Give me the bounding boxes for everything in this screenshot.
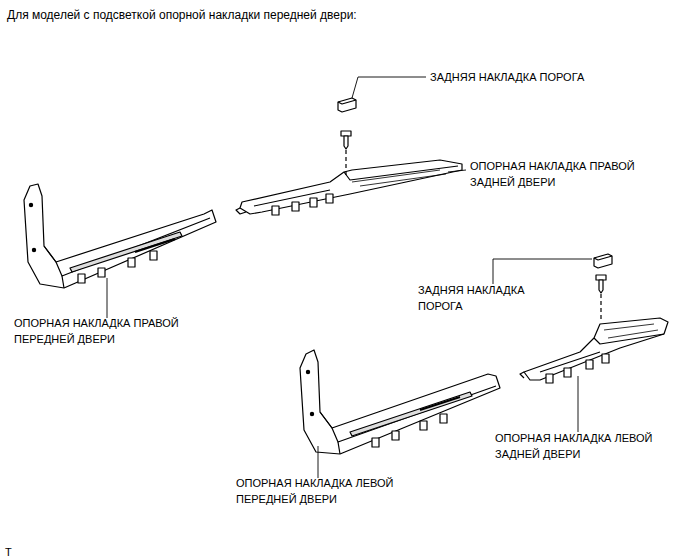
rear-step-cap xyxy=(338,98,356,112)
screw xyxy=(596,275,606,320)
right-front-plate xyxy=(24,184,216,288)
part-label: ЗАДНЯЯ НАКЛАДКА ПОРОГА xyxy=(430,69,584,85)
right-rear-plate xyxy=(236,160,462,215)
part-label: ОПОРНАЯ НАКЛАДКА ПРАВОЙ ПЕРЕДНЕЙ ДВЕРИ xyxy=(14,315,199,347)
screw xyxy=(341,131,351,178)
part-label: T xyxy=(5,544,12,560)
left-front-plate xyxy=(300,350,500,454)
page-title: Для моделей с подсветкой опорной накладк… xyxy=(7,8,357,23)
part-label: ОПОРНАЯ НАКЛАДКА ЛЕВОЙ ПЕРЕДНЕЙ ДВЕРИ xyxy=(236,475,414,507)
rear-step-cap xyxy=(594,254,612,268)
part-label: ОПОРНАЯ НАКЛАДКА ЛЕВОЙ ЗАДНЕЙ ДВЕРИ xyxy=(495,430,673,462)
part-label: ЗАДНЯЯ НАКЛАДКА ПОРОГА xyxy=(418,282,548,314)
part-label: ОПОРНАЯ НАКЛАДКА ПРАВОЙ ЗАДНЕЙ ДВЕРИ xyxy=(470,158,655,190)
leader-lines xyxy=(107,77,592,478)
left-rear-plate xyxy=(520,318,668,383)
